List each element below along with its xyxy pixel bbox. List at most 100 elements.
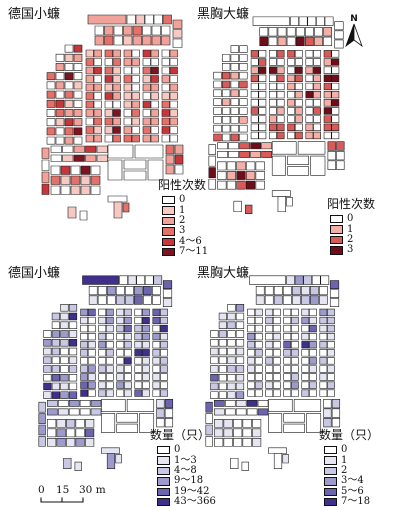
building-polygon bbox=[284, 382, 291, 389]
building-polygon bbox=[306, 124, 313, 131]
legend-label: 3 bbox=[179, 225, 186, 237]
building-polygon bbox=[309, 382, 316, 389]
building-polygon bbox=[240, 151, 250, 157]
building-polygon bbox=[162, 26, 171, 35]
building-polygon bbox=[170, 127, 178, 134]
building-polygon bbox=[108, 145, 133, 158]
building-polygon bbox=[291, 325, 298, 332]
legend-entry: 2 bbox=[327, 234, 375, 245]
building-polygon bbox=[251, 132, 258, 139]
building-polygon bbox=[91, 166, 100, 175]
building-polygon bbox=[272, 156, 285, 175]
building-polygon bbox=[302, 317, 309, 324]
building-polygon bbox=[302, 374, 309, 381]
building-polygon bbox=[206, 402, 213, 412]
building-polygon bbox=[269, 59, 276, 66]
building-polygon bbox=[214, 108, 222, 115]
building-polygon bbox=[47, 109, 55, 116]
building-polygon bbox=[140, 414, 154, 433]
building-polygon bbox=[222, 81, 230, 88]
building-polygon bbox=[99, 366, 106, 373]
building-polygon bbox=[94, 118, 102, 125]
legend-swatch bbox=[157, 477, 170, 486]
building-polygon bbox=[65, 100, 73, 107]
building-polygon bbox=[302, 358, 309, 365]
building-polygon bbox=[117, 349, 124, 356]
building-polygon bbox=[39, 414, 46, 424]
building-polygon bbox=[86, 118, 94, 125]
building-polygon bbox=[113, 101, 121, 108]
building-polygon bbox=[236, 366, 244, 373]
legend-entry: 9～18 bbox=[150, 476, 216, 486]
building-polygon bbox=[47, 409, 57, 415]
building-polygon bbox=[228, 392, 236, 399]
building-polygon bbox=[151, 127, 159, 134]
building-polygon bbox=[162, 76, 170, 83]
building-polygon bbox=[85, 429, 94, 437]
building-polygon bbox=[243, 429, 252, 437]
building-polygon bbox=[324, 67, 331, 74]
building-polygon bbox=[152, 26, 161, 35]
building-polygon bbox=[227, 162, 236, 170]
building-polygon bbox=[283, 454, 289, 463]
building-polygon bbox=[65, 45, 73, 52]
building-polygon bbox=[163, 281, 172, 289]
building-polygon bbox=[106, 341, 113, 348]
building-polygon bbox=[170, 59, 178, 66]
building-polygon bbox=[256, 181, 265, 189]
legend-label: 19～42 bbox=[174, 485, 210, 497]
building-polygon bbox=[277, 67, 284, 74]
legend-label: 2 bbox=[179, 214, 186, 226]
building-polygon bbox=[69, 348, 77, 355]
building-polygon bbox=[124, 118, 132, 125]
building-polygon bbox=[240, 81, 248, 88]
building-polygon bbox=[313, 124, 320, 131]
panel-title-oriental-cockroach-positive: 黑胸大蠊 bbox=[197, 7, 250, 22]
building-polygon bbox=[71, 166, 80, 175]
building-polygon bbox=[287, 197, 293, 206]
legend-entry: 4～8 bbox=[150, 465, 216, 476]
building-polygon bbox=[157, 418, 165, 427]
building-polygon bbox=[327, 366, 334, 373]
building-polygon bbox=[284, 390, 291, 397]
building-polygon bbox=[214, 419, 223, 427]
building-polygon bbox=[74, 109, 82, 116]
building-polygon bbox=[61, 322, 69, 329]
building-polygon bbox=[132, 76, 140, 83]
building-polygon bbox=[217, 171, 226, 179]
building-polygon bbox=[132, 59, 140, 66]
building-polygon bbox=[117, 374, 124, 381]
building-polygon bbox=[51, 146, 62, 153]
building-polygon bbox=[248, 309, 255, 316]
building-polygon bbox=[170, 110, 178, 117]
building-polygon bbox=[273, 333, 280, 340]
building-polygon bbox=[255, 317, 262, 324]
building-polygon bbox=[269, 116, 276, 123]
legend-swatch bbox=[324, 497, 337, 507]
building-polygon bbox=[292, 296, 300, 305]
building-polygon bbox=[151, 101, 159, 108]
building-polygon bbox=[105, 101, 113, 108]
building-polygon bbox=[94, 50, 102, 57]
building-polygon bbox=[288, 67, 295, 74]
building-polygon bbox=[237, 171, 246, 179]
legend-entry: 2 bbox=[319, 465, 379, 476]
building-polygon bbox=[291, 333, 298, 340]
building-polygon bbox=[266, 317, 273, 324]
building-polygon bbox=[51, 186, 60, 195]
building-polygon bbox=[295, 116, 302, 123]
building-polygon bbox=[284, 366, 291, 373]
building-polygon bbox=[143, 59, 151, 66]
building-polygon bbox=[306, 99, 313, 106]
building-polygon bbox=[236, 331, 244, 338]
legend-entry: 0 bbox=[158, 195, 208, 205]
building-polygon bbox=[106, 374, 113, 381]
building-polygon bbox=[153, 358, 160, 365]
building-polygon bbox=[332, 399, 340, 408]
building-polygon bbox=[295, 50, 302, 57]
building-polygon bbox=[206, 425, 213, 435]
building-polygon bbox=[259, 59, 266, 66]
building-polygon bbox=[284, 309, 291, 316]
building-polygon bbox=[153, 390, 160, 397]
building-polygon bbox=[295, 91, 302, 98]
